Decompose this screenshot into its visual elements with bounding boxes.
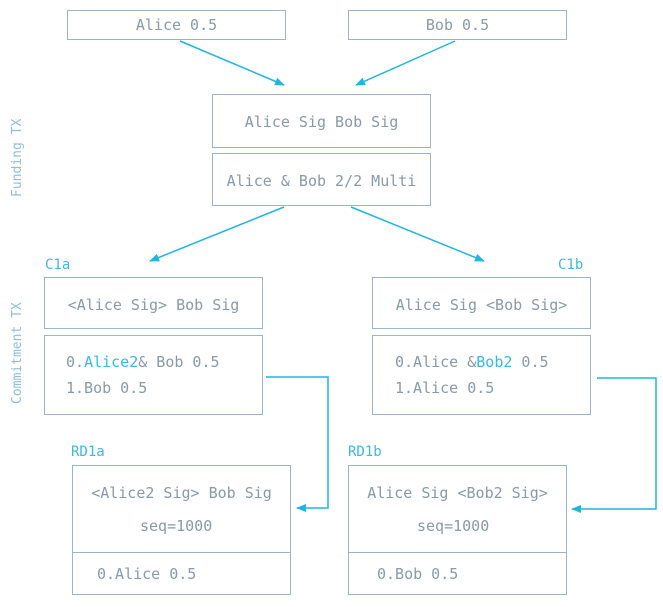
c1a-label: C1a bbox=[45, 257, 71, 273]
funding-sigs-text: Alice Sig Bob Sig bbox=[244, 113, 399, 131]
c1b-output-0: 0.Alice &Bob2 0.5 bbox=[395, 353, 549, 371]
rd1a-output-text: 0.Alice 0.5 bbox=[97, 565, 197, 583]
arrow-bob-to-funding bbox=[355, 40, 456, 86]
c1a-output-0-rest: & Bob 0.5 bbox=[138, 353, 220, 371]
c1a-sigs-box: <Alice Sig> Bob Sig bbox=[44, 277, 263, 329]
rd1a-sigs-box: <Alice2 Sig> Bob Sig seq=1000 bbox=[72, 465, 291, 553]
arrow-c1a-to-rd1a bbox=[266, 376, 329, 512]
c1a-outputs-box: 0.Alice2& Bob 0.5 1.Bob 0.5 bbox=[44, 335, 263, 415]
c1a-output-0-key: Alice2 bbox=[84, 353, 139, 371]
input-bob-label: Bob 0.5 bbox=[425, 16, 490, 34]
c1b-outputs-box: 0.Alice &Bob2 0.5 1.Alice 0.5 bbox=[372, 335, 591, 415]
input-alice-box: Alice 0.5 bbox=[67, 10, 286, 40]
c1a-output-0: 0.Alice2& Bob 0.5 bbox=[66, 353, 220, 371]
arrow-funding-to-c1b bbox=[350, 206, 485, 262]
input-bob-box: Bob 0.5 bbox=[348, 10, 567, 40]
rd1a-label: RD1a bbox=[71, 444, 105, 460]
c1b-output-0-prefix: 0.Alice & bbox=[395, 353, 477, 371]
c1a-output-0-prefix: 0. bbox=[66, 353, 85, 371]
funding-output-box: Alice & Bob 2/2 Multi bbox=[212, 153, 431, 206]
c1b-label: C1b bbox=[558, 257, 584, 273]
rd1b-seq-text: seq=1000 bbox=[417, 517, 490, 535]
rd1a-output-box: 0.Alice 0.5 bbox=[72, 552, 291, 595]
rd1b-sigs-box: Alice Sig <Bob2 Sig> seq=1000 bbox=[348, 465, 567, 553]
c1b-output-1: 1.Alice 0.5 bbox=[395, 379, 495, 397]
c1a-sigs-text: <Alice Sig> Bob Sig bbox=[67, 296, 240, 314]
rd1a-sigs-text: <Alice2 Sig> Bob Sig bbox=[91, 484, 272, 502]
rd1b-output-text: 0.Bob 0.5 bbox=[377, 565, 459, 583]
commitment-tx-label: Commitment TX bbox=[10, 302, 25, 404]
c1b-sigs-box: Alice Sig <Bob Sig> bbox=[372, 277, 591, 329]
c1a-output-1: 1.Bob 0.5 bbox=[66, 379, 148, 397]
arrow-alice-to-funding bbox=[179, 40, 285, 86]
rd1a-seq-text: seq=1000 bbox=[140, 517, 213, 535]
rd1b-label: RD1b bbox=[348, 444, 382, 460]
funding-output-text: Alice & Bob 2/2 Multi bbox=[226, 172, 417, 190]
funding-sigs-box: Alice Sig Bob Sig bbox=[212, 94, 431, 148]
arrow-funding-to-c1a bbox=[149, 206, 285, 262]
input-alice-label: Alice 0.5 bbox=[135, 16, 218, 34]
c1b-output-0-rest: 0.5 bbox=[512, 353, 549, 371]
c1b-output-0-key: Bob2 bbox=[476, 353, 513, 371]
c1b-sigs-text: Alice Sig <Bob Sig> bbox=[395, 296, 568, 314]
rd1b-sigs-text: Alice Sig <Bob2 Sig> bbox=[367, 484, 548, 502]
funding-tx-label: Funding TX bbox=[10, 118, 25, 197]
arrow-c1b-to-rd1b bbox=[571, 377, 657, 513]
rd1b-output-box: 0.Bob 0.5 bbox=[348, 552, 567, 595]
